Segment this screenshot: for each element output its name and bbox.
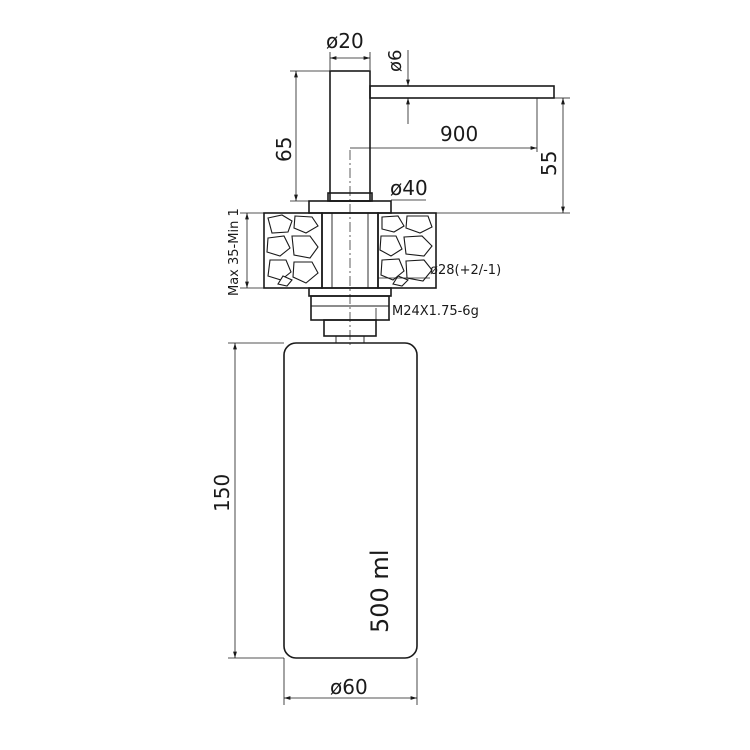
dim-bottle-diameter [283, 658, 418, 705]
label-spout-diameter: ø20 [326, 29, 364, 53]
dim-spout-reach [350, 98, 538, 152]
label-thread: M24X1.75-6g [392, 304, 479, 319]
label-flange-diameter: ø40 [390, 176, 428, 200]
label-spout-reach: 900 [440, 122, 478, 146]
dim-bottle-height [228, 342, 284, 659]
label-bottle-height: 150 [210, 474, 234, 512]
label-hole-diameter: ø28(+2/-1) [430, 263, 501, 278]
mounting-nut [308, 287, 392, 344]
bottle [283, 342, 418, 659]
label-countertop-thickness: Max 35-Min 1 [227, 208, 242, 296]
dim-nozzle-diameter [370, 50, 424, 124]
label-spout-height: 65 [272, 137, 296, 162]
dim-nozzle-height [391, 97, 570, 214]
label-bottle-volume: 500 ml [366, 550, 394, 633]
dim-spout-height [290, 70, 330, 202]
label-nozzle-diameter: ø6 [385, 50, 406, 72]
label-nozzle-height: 55 [537, 151, 561, 176]
dim-countertop-thickness [240, 212, 264, 289]
stone-pattern-left [266, 214, 319, 287]
dim-spout-diameter [329, 52, 371, 70]
label-bottle-diameter: ø60 [330, 675, 368, 699]
stone-pattern-right [379, 215, 433, 287]
dim-thread [375, 308, 390, 321]
countertop-section [263, 212, 437, 289]
